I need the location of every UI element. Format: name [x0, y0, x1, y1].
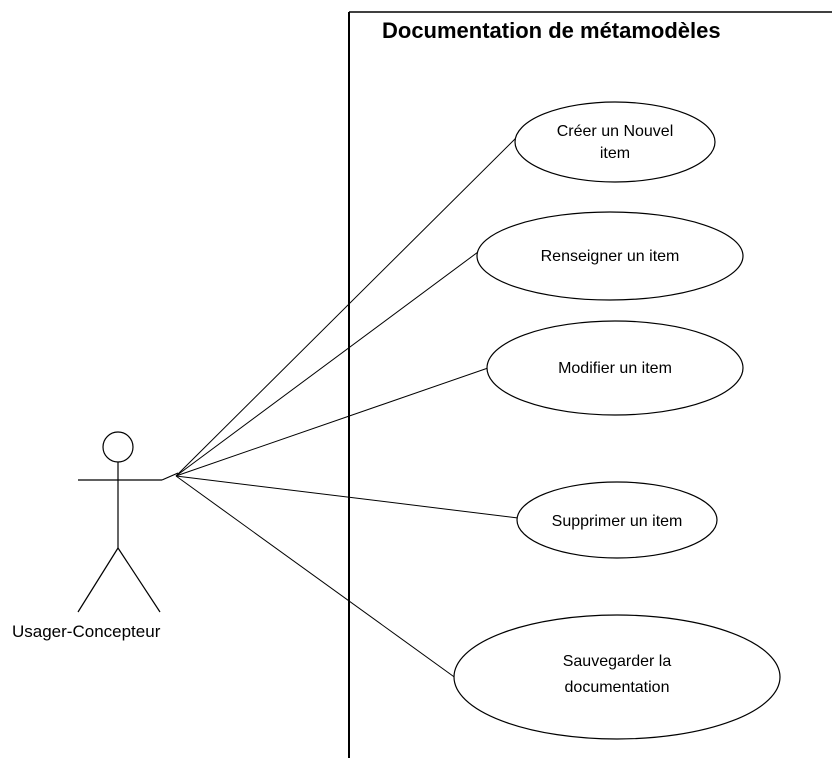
association-line — [175, 367, 489, 477]
use-case-label: Supprimer un item — [552, 513, 683, 530]
use-case-label: Créer un Nouvel — [557, 123, 674, 140]
association-line — [175, 251, 479, 477]
system-title: Documentation de métamodèles — [382, 18, 721, 43]
associations — [175, 135, 519, 685]
use-case-modifier-item[interactable]: Modifier un item — [486, 320, 744, 416]
use-case-label: item — [600, 145, 630, 162]
use-case-label: Renseigner un item — [541, 248, 680, 265]
association-line — [175, 475, 519, 519]
use-case-renseigner-item[interactable]: Renseigner un item — [476, 211, 744, 301]
use-case-label: Modifier un item — [558, 360, 672, 377]
use-case-supprimer-item[interactable]: Supprimer un item — [516, 481, 718, 559]
use-case-label: documentation — [565, 679, 670, 696]
association-line — [175, 135, 519, 477]
use-case-creer-nouvel-item[interactable]: Créer un Nouvel item — [514, 101, 716, 183]
actor-name: Usager-Concepteur — [12, 622, 161, 641]
use-case-sauvegarder-documentation[interactable]: Sauvegarder la documentation — [453, 614, 781, 740]
actor-figure — [77, 431, 179, 613]
system-boundary — [348, 11, 832, 758]
association-line — [175, 475, 465, 685]
actor-head — [102, 431, 134, 463]
use-case-label: Sauvegarder la — [563, 653, 672, 670]
